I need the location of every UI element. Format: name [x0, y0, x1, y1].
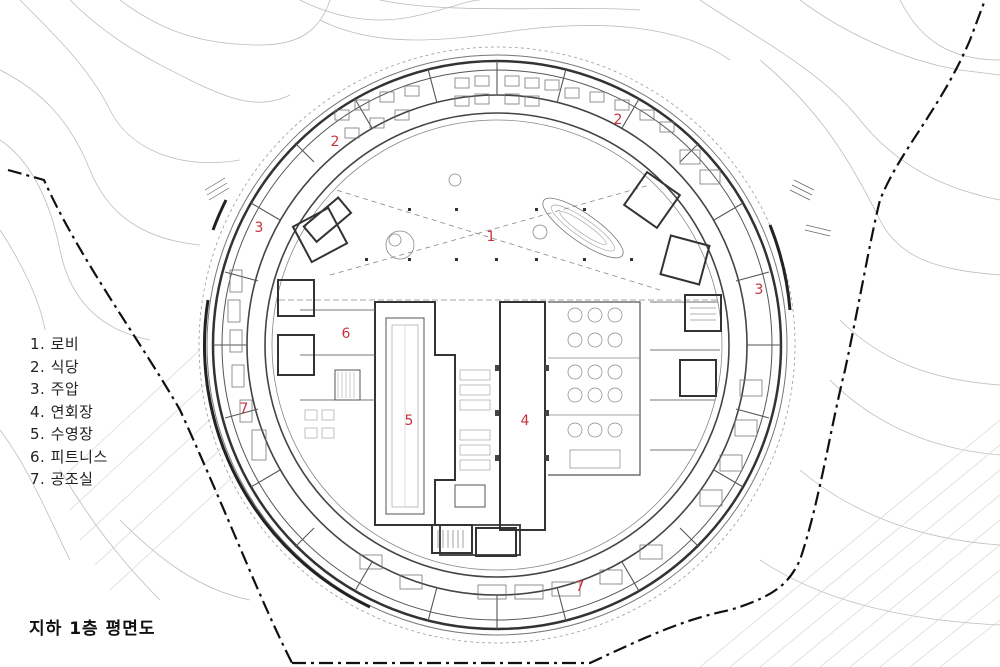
- room-label-lobby: 1: [487, 229, 496, 245]
- exterior-stairs: [204, 177, 832, 237]
- outer-ring: [198, 46, 796, 644]
- ring-partitions: [213, 61, 781, 629]
- room-legend: 1. 로비 2. 식당 3. 주압 4. 연회장 5. 수영장 6. 피트니스 …: [30, 333, 108, 491]
- service-cores: [277, 170, 722, 557]
- legend-item-mechanical-room: 7. 공조실: [30, 470, 94, 488]
- restaurant-furniture: [334, 75, 721, 185]
- mechanical-equipment: [227, 269, 763, 600]
- room-label-swimming-pool: 5: [405, 413, 414, 429]
- site-boundary: [7, 0, 987, 665]
- hatched-ground: [59, 349, 1000, 667]
- room-label-mechanical-bottom: 7: [576, 579, 585, 595]
- room-label-restaurant-right: 2: [614, 112, 623, 128]
- stair-hatching: [437, 301, 716, 548]
- room-label-kitchen-right: 3: [755, 282, 764, 298]
- legend-item-lobby: 1. 로비: [30, 335, 80, 353]
- room-label-mechanical-left: 7: [240, 401, 249, 417]
- legend-item-banquet-hall: 4. 연회장: [30, 402, 94, 421]
- legend-item-swimming-pool: 5. 수영장: [30, 425, 94, 443]
- legend-item-kitchen: 3. 주압: [30, 380, 80, 398]
- room-label-restaurant-left: 2: [331, 134, 340, 150]
- room-label-fitness: 6: [342, 326, 351, 342]
- legend-item-restaurant: 2. 식당: [30, 357, 80, 376]
- room-label-banquet-hall: 4: [521, 413, 530, 429]
- room-labels: 1 2 2 3 3 4 5 6 7 7: [240, 112, 764, 595]
- legend-item-fitness: 6. 피트니스: [30, 447, 108, 466]
- room-label-kitchen-left: 3: [255, 220, 264, 236]
- drawing-title: 지하 1층 평면도: [29, 619, 156, 639]
- interior-plan: [272, 173, 720, 556]
- outer-walls: [203, 199, 792, 609]
- service-ring: [246, 94, 748, 596]
